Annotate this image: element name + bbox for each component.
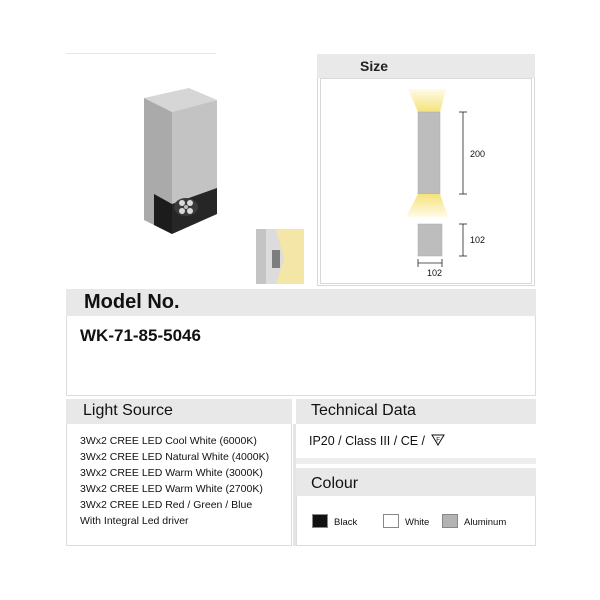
technical-spec: IP20 / Class III / CE /	[309, 434, 426, 448]
technical-header	[296, 399, 536, 424]
model-box	[66, 316, 536, 396]
technical-title: Technical Data	[311, 402, 416, 419]
colour-label-black: Black	[334, 517, 358, 528]
light-source-title: Light Source	[83, 402, 173, 419]
colour-title: Colour	[311, 475, 359, 492]
top-divider	[66, 53, 216, 54]
light-source-header	[66, 399, 292, 424]
light-source-line: With Integral Led driver	[80, 515, 189, 527]
dim-width-label: 102	[427, 268, 443, 278]
size-drawing-frame	[320, 78, 532, 284]
dim-small-height-label: 102	[470, 235, 486, 245]
colour-swatch-aluminum	[442, 514, 458, 528]
colour-swatch-black	[312, 514, 328, 528]
size-drawing	[406, 89, 467, 267]
product-photo	[144, 88, 304, 284]
colour-header	[296, 468, 536, 496]
light-source-line: 3Wx2 CREE LED Cool White (6000K)	[80, 435, 257, 447]
technical-value: IP20 / Class III / CE / F	[309, 434, 445, 448]
colour-swatch-white	[383, 514, 399, 528]
light-source-box	[66, 424, 292, 546]
light-source-list: 3Wx2 CREE LED Cool White (6000K) 3Wx2 CR…	[80, 433, 269, 529]
dim-height-label: 200	[470, 149, 486, 159]
column-divider	[293, 424, 296, 546]
colour-label-aluminum: Aluminum	[464, 517, 507, 528]
f-mark-icon: F	[430, 434, 445, 446]
colour-label-white: White	[405, 517, 430, 528]
size-title: Size	[360, 58, 389, 74]
colour-box	[296, 496, 536, 546]
f-mark-letter: F	[436, 438, 440, 444]
light-source-line: 3Wx2 CREE LED Warm White (3000K)	[80, 467, 263, 479]
model-header	[66, 289, 536, 316]
model-title: Model No.	[84, 291, 180, 313]
light-source-line: 3Wx2 CREE LED Red / Green / Blue	[80, 499, 253, 511]
light-source-line: 3Wx2 CREE LED Warm White (2700K)	[80, 483, 263, 495]
light-source-line: 3Wx2 CREE LED Natural White (4000K)	[80, 451, 270, 463]
technical-separator	[296, 458, 536, 464]
size-header	[317, 54, 535, 78]
model-number: WK-71-85-5046	[80, 326, 201, 345]
